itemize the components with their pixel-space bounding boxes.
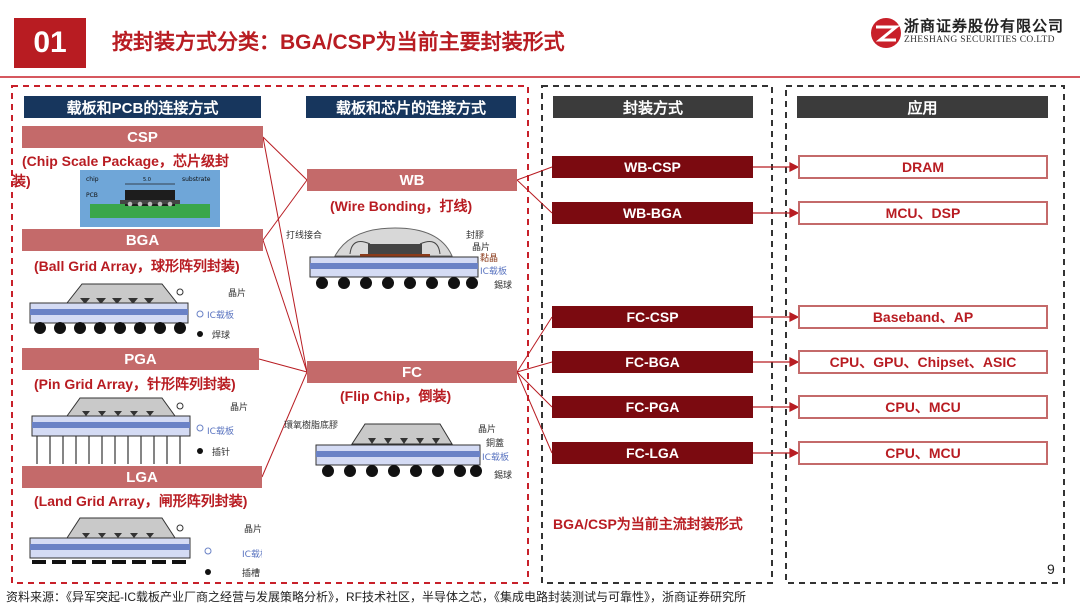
chip-type-wb-desc: (Wire Bonding，打线) (330, 198, 473, 214)
lga-diagram: 晶片 IC载板 插槽 (29, 517, 262, 578)
header-board-pcb: 载板和PCB的连接方式 (24, 96, 261, 118)
header-application: 应用 (797, 96, 1048, 118)
lga-label-substrate: IC载板 (242, 548, 262, 560)
pcb-type-pga: PGA (22, 348, 259, 370)
fc-label-bump: 銅蓋 (486, 437, 504, 449)
pcb-type-bga-desc: (Ball Grid Array，球形阵列封装) (34, 258, 240, 274)
wb-label-attach: 黏晶 (480, 252, 498, 264)
application-cpu-mcu-lga: CPU、MCU (798, 441, 1048, 465)
bga-label-substrate: IC载板 (207, 309, 234, 321)
wb-label-bond: 打线接合 (286, 229, 322, 241)
pcb-type-pga-desc: (Pin Grid Array，针形阵列封装) (34, 376, 236, 392)
bga-label-balls: 焊球 (212, 329, 230, 341)
application-dram: DRAM (798, 155, 1048, 179)
fc-label-die: 晶片 (478, 423, 496, 435)
pcb-type-csp: CSP (22, 126, 263, 148)
pga-diagram: 晶片 IC载板 插针 (31, 397, 248, 464)
slide-number: 01 (14, 18, 86, 68)
package-wb-bga: WB-BGA (552, 202, 753, 224)
source-footnote: 资料来源：《异军突起-IC载板产业厂商之经营与发展策略分析》，RF技术社区，半导… (6, 590, 746, 604)
left-dashed-frame (11, 85, 529, 584)
connector-lines (258, 136, 553, 478)
pga-label-pins: 插针 (212, 446, 230, 458)
pcb-type-csp-desc-cont: 装) (12, 173, 31, 189)
wb-label-seal: 封膠 (466, 229, 484, 241)
csp-photo-label-substrate: substrate (182, 176, 211, 183)
application-cpu-gpu: CPU、GPU、Chipset、ASIC (798, 350, 1048, 374)
chip-type-fc: FC (307, 361, 517, 383)
header-package: 封装方式 (553, 96, 753, 118)
wb-label-substrate: IC载板 (480, 265, 507, 277)
chip-type-wb: WB (307, 169, 517, 191)
company-logo (871, 18, 901, 48)
csp-photo-label-dim: 5.0 (143, 177, 151, 183)
application-mcu-dsp: MCU、DSP (798, 201, 1048, 225)
conclusion-text: BGA/CSP为当前主流封装形式 (553, 516, 743, 532)
package-fc-pga: FC-PGA (552, 396, 753, 418)
pcb-type-lga-desc: (Land Grid Array，闸形阵列封装) (34, 493, 248, 509)
package-dashed-frame (541, 85, 773, 584)
chip-type-fc-desc: (Flip Chip，倒装) (340, 388, 452, 404)
pga-label-die: 晶片 (230, 401, 248, 413)
bga-label-die: 晶片 (228, 287, 246, 299)
pcb-type-bga: BGA (22, 229, 263, 251)
fc-label-substrate: IC载板 (482, 451, 509, 463)
package-fc-csp: FC-CSP (552, 306, 753, 328)
csp-photo-label-chip: chip (86, 176, 99, 183)
package-fc-lga: FC-LGA (552, 442, 753, 464)
pcb-type-lga: LGA (22, 466, 262, 488)
header-board-chip: 载板和芯片的连接方式 (306, 96, 516, 118)
pcb-type-csp-desc: (Chip Scale Package，芯片级封 (22, 153, 229, 169)
page-number: 9 (1047, 561, 1055, 577)
page-title: 按封装方式分类：BGA/CSP为当前主要封装形式 (112, 31, 565, 54)
logo-company-name: 浙商证券股份有限公司 (904, 17, 1065, 35)
fc-label-balls: 錫球 (494, 469, 512, 481)
flip-chip-diagram: 環氧樹脂底膠 晶片 銅蓋 IC载板 錫球 (284, 419, 512, 481)
application-dashed-frame (785, 85, 1065, 584)
application-cpu-mcu-pga: CPU、MCU (798, 395, 1048, 419)
fc-label-underfill: 環氧樹脂底膠 (284, 419, 338, 431)
bga-diagram: 晶片 IC载板 焊球 (29, 283, 246, 341)
lga-label-slots: 插槽 (242, 567, 260, 578)
application-baseband-ap: Baseband、AP (798, 305, 1048, 329)
package-fc-bga: FC-BGA (552, 351, 753, 373)
wb-label-balls: 錫球 (494, 279, 512, 291)
csp-photo: chip PCB substrate 5.0 (80, 170, 220, 227)
wb-label-die: 晶片 (472, 241, 490, 253)
pga-label-substrate: IC载板 (207, 425, 234, 437)
wire-bonding-diagram: 打线接合 封膠 晶片 黏晶 IC载板 錫球 (286, 227, 512, 291)
csp-photo-label-pcb: PCB (86, 192, 98, 199)
package-wb-csp: WB-CSP (552, 156, 753, 178)
lga-label-die: 晶片 (244, 523, 262, 535)
logo-company-name-en: ZHESHANG SECURITIES CO.LTD (904, 35, 1055, 45)
arrow-lines (753, 162, 800, 458)
